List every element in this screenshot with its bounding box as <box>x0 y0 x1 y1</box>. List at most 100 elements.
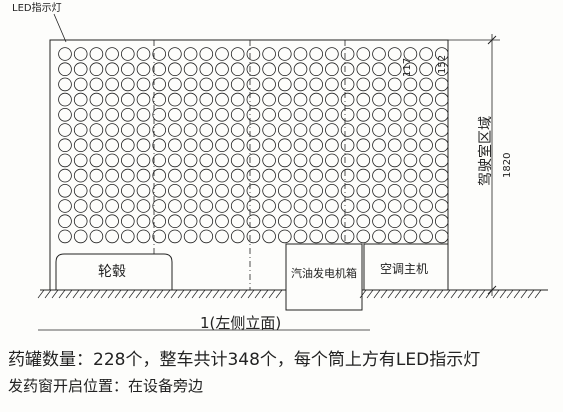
hatch-line <box>492 289 500 299</box>
canister-circle <box>230 184 245 198</box>
canister-circle <box>168 214 182 229</box>
hatch-line <box>212 289 220 299</box>
hatch-line <box>226 289 234 299</box>
canister-circle <box>183 184 198 198</box>
canister-circle <box>168 199 182 213</box>
canister-circle <box>403 108 418 122</box>
canister-circle <box>183 92 198 107</box>
canister-circle <box>372 153 386 168</box>
hatch-line <box>422 289 430 299</box>
canister-circle <box>387 77 402 92</box>
canister-circle <box>58 123 72 137</box>
canister-circle <box>199 229 214 244</box>
canister-circle <box>105 47 119 61</box>
canister-circle <box>387 214 402 229</box>
canister-circle <box>183 229 198 244</box>
hatch-line <box>149 289 157 299</box>
canister-circle <box>168 168 182 183</box>
canister-circle <box>73 77 88 92</box>
canister-circle <box>121 229 135 244</box>
canister-circle <box>89 62 104 76</box>
hatch-line <box>464 289 472 299</box>
canister-circle <box>215 168 229 183</box>
hatch-line <box>128 289 136 299</box>
canister-circle <box>434 168 449 183</box>
led-leader-line <box>53 13 67 43</box>
canister-circle <box>293 184 308 198</box>
canister-circle <box>419 62 433 76</box>
canister-circle <box>246 199 261 213</box>
canister-circle <box>325 214 339 229</box>
canister-circle <box>340 138 355 153</box>
canister-circle <box>168 92 182 107</box>
hatch-line <box>65 289 73 299</box>
canister-circle <box>136 168 151 183</box>
canister-circle <box>105 199 119 213</box>
height-dimension: 1820 <box>502 153 513 178</box>
canister-circle <box>434 214 449 229</box>
caption-line-2: 发药窗开启位置：在设备旁边 <box>8 377 204 395</box>
canister-circle <box>58 92 72 107</box>
canister-circle <box>152 108 167 122</box>
canister-circle <box>403 168 418 183</box>
canister-circle <box>58 199 72 213</box>
canister-circle <box>277 62 292 76</box>
canister-circle <box>136 199 151 213</box>
canister-circle <box>215 214 229 229</box>
canister-circle <box>246 108 261 122</box>
canister-circle <box>168 47 182 61</box>
canister-circle <box>89 153 104 168</box>
canister-circle <box>105 184 119 198</box>
hatch-line <box>170 289 178 299</box>
canister-circle <box>293 214 308 229</box>
canister-circle <box>277 214 292 229</box>
canister-circle <box>419 108 433 122</box>
canister-circle <box>89 123 104 137</box>
canister-circle <box>387 92 402 107</box>
canister-circle <box>121 168 135 183</box>
canister-circle <box>293 229 308 244</box>
canister-circle <box>136 77 151 92</box>
canister-circle <box>262 77 276 92</box>
canister-circle <box>262 184 276 198</box>
hatch-line <box>527 289 535 299</box>
canister-circle <box>356 92 371 107</box>
canister-circle <box>419 184 433 198</box>
canister-circle <box>73 199 88 213</box>
canister-circle <box>246 153 261 168</box>
canister-circle <box>340 199 355 213</box>
canister-circle <box>230 168 245 183</box>
canister-circle <box>152 47 167 61</box>
hatch-line <box>233 289 241 299</box>
canister-circle <box>89 77 104 92</box>
canister-circle <box>230 108 245 122</box>
canister-circle <box>325 92 339 107</box>
canister-circle <box>372 62 386 76</box>
canister-circle <box>136 47 151 61</box>
canister-circle <box>215 153 229 168</box>
canister-circle <box>89 47 104 61</box>
hatch-line <box>198 289 206 299</box>
caption-line-1: 药罐数量：228个，整车共计348个，每个筒上方有LED指示灯 <box>8 350 481 370</box>
canister-circle <box>105 168 119 183</box>
canister-circle <box>356 214 371 229</box>
canister-circle <box>340 214 355 229</box>
canister-circle <box>152 62 167 76</box>
canister-circle <box>215 62 229 76</box>
canister-circle <box>246 77 261 92</box>
canister-circle <box>372 92 386 107</box>
canister-circle <box>230 62 245 76</box>
hatch-line <box>359 289 367 299</box>
canister-circle <box>183 138 198 153</box>
canister-circle <box>199 214 214 229</box>
canister-circle <box>89 168 104 183</box>
canister-circle <box>105 138 119 153</box>
canister-circle <box>340 92 355 107</box>
canister-circle <box>434 92 449 107</box>
canister-circle <box>372 168 386 183</box>
canister-circle <box>419 47 433 61</box>
canister-circle <box>168 229 182 244</box>
canister-circle <box>246 123 261 137</box>
canister-circle <box>136 138 151 153</box>
hatch-line <box>443 289 451 299</box>
